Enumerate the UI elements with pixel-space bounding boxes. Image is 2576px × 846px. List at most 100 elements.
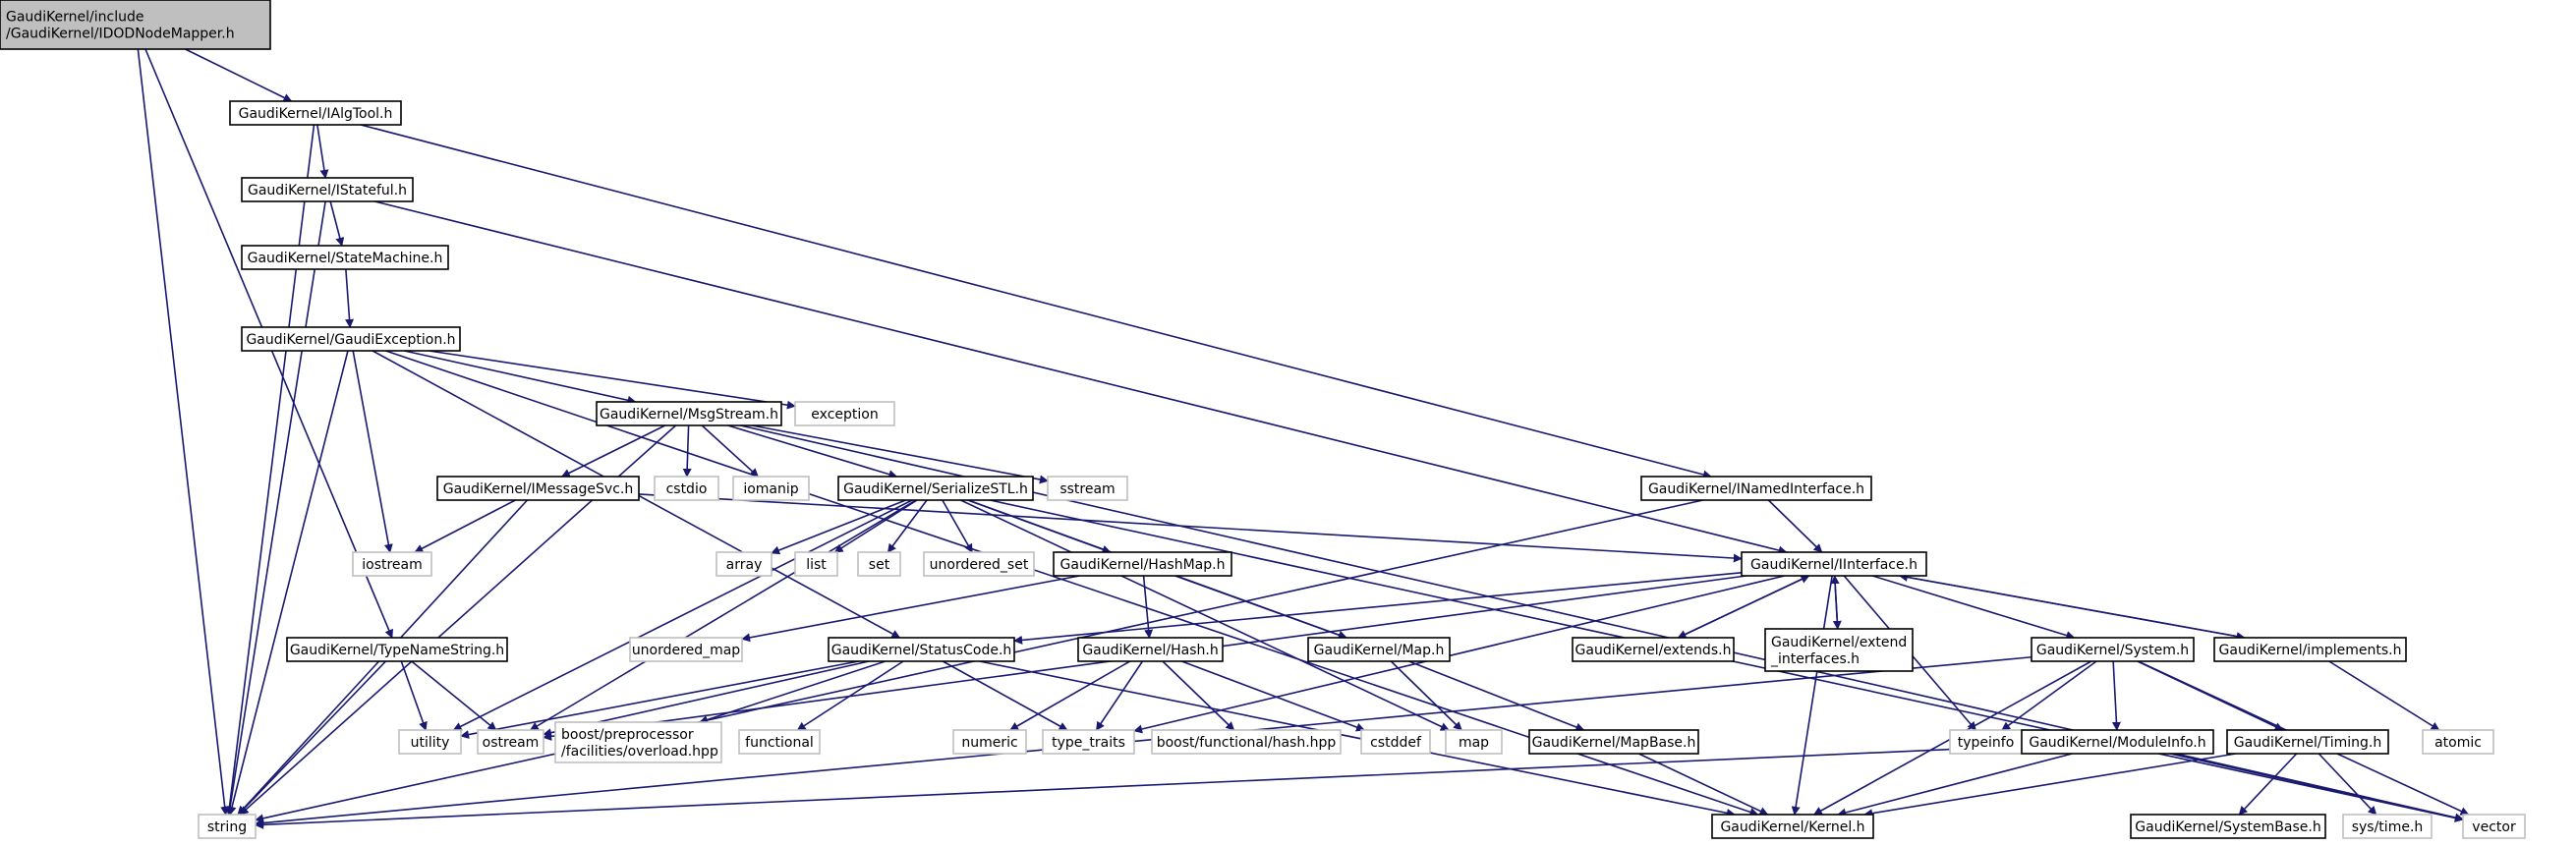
node-boost_hash[interactable]: boost/functional/hash.hpp <box>1151 729 1342 755</box>
edge-istateful-to-iinterface <box>374 200 1788 555</box>
node-typenamestring[interactable]: GaudiKernel/TypeNameString.h <box>286 637 508 662</box>
node-ostream[interactable]: ostream <box>477 729 544 755</box>
node-type_traits[interactable]: type_traits <box>1042 729 1135 755</box>
edge-serializestl-to-map <box>960 499 1450 731</box>
node-label-serializestl: GaudiKernel/SerializeSTL.h <box>843 481 1028 497</box>
node-iostream[interactable]: iostream <box>352 551 432 577</box>
edge-serializestl-to-list <box>833 499 918 553</box>
edge-inamedinterface-to-iinterface <box>1767 499 1823 553</box>
node-boost_overload[interactable]: boost/preprocessor/facilities/overload.h… <box>554 721 722 763</box>
node-label-line: cstddef <box>1370 735 1422 751</box>
edge-statuscode-to-functional <box>796 660 904 731</box>
node-systime[interactable]: sys/time.h <box>2342 814 2433 839</box>
node-label-inamedinterface: GaudiKernel/INamedInterface.h <box>1648 481 1864 497</box>
edge-ialgtool-to-istateful <box>316 124 329 179</box>
node-utility[interactable]: utility <box>398 729 462 755</box>
node-functional[interactable]: functional <box>738 729 821 755</box>
node-iomanip[interactable]: iomanip <box>732 476 810 501</box>
edge-serializestl-to-array <box>771 499 906 555</box>
edge-iinterface-to-type_traits <box>1133 575 1785 734</box>
edge-msgstream-to-sstream <box>751 424 1049 484</box>
edge-istateful-to-string <box>225 200 326 816</box>
node-label-line: GaudiKernel/SerializeSTL.h <box>843 481 1028 497</box>
node-label-line: GaudiKernel/Hash.h <box>1082 643 1218 658</box>
node-label-atomic: atomic <box>2434 735 2482 751</box>
node-unordered_set[interactable]: unordered_set <box>923 551 1035 577</box>
edge-typenamestring-to-utility <box>400 660 428 731</box>
edge-msgstream-to-imessagesvc <box>560 424 666 478</box>
edge-implements-to-atomic <box>2328 660 2440 731</box>
node-label-iomanip: iomanip <box>743 481 798 497</box>
node-label-utility: utility <box>411 735 450 751</box>
node-kernel[interactable]: GaudiKernel/Kernel.h <box>1711 814 1874 839</box>
node-set[interactable]: set <box>857 551 901 577</box>
node-implements[interactable]: GaudiKernel/implements.h <box>2213 637 2407 662</box>
edge-istateful-to-statemachine <box>329 200 345 247</box>
node-root[interactable]: GaudiKernel/include/GaudiKernel/IDODNode… <box>0 0 271 50</box>
node-ialgtool[interactable]: GaudiKernel/IAlgTool.h <box>229 100 402 126</box>
node-unordered_map[interactable]: unordered_map <box>629 637 743 662</box>
node-system[interactable]: GaudiKernel/System.h <box>2031 637 2195 662</box>
node-moduleinfo[interactable]: GaudiKernel/ModuleInfo.h <box>2021 729 2214 755</box>
edge-typenamestring-to-ostream <box>411 660 497 731</box>
node-label-line: numeric <box>961 735 1017 751</box>
node-array[interactable]: array <box>716 551 773 577</box>
edge-statuscode-to-kernel <box>979 660 1736 818</box>
node-istateful[interactable]: GaudiKernel/IStateful.h <box>241 177 414 202</box>
node-box-msgstream <box>596 401 782 426</box>
node-extend_interfaces[interactable]: GaudiKernel/extend_interfaces.h <box>1764 628 1914 672</box>
node-box-gaudiexception <box>241 326 461 352</box>
edge-hash-to-cstddef <box>1181 660 1365 732</box>
node-hash[interactable]: GaudiKernel/Hash.h <box>1077 637 1224 662</box>
node-box-hash <box>1077 637 1224 662</box>
node-map_h[interactable]: GaudiKernel/Map.h <box>1307 637 1451 662</box>
node-label-line: GaudiKernel/MsgStream.h <box>600 407 778 423</box>
node-typeinfo[interactable]: typeinfo <box>1949 729 2023 755</box>
node-label-vector: vector <box>2472 819 2516 835</box>
node-imessagesvc[interactable]: GaudiKernel/IMessageSvc.h <box>436 476 640 501</box>
edge-hash-to-boost_hash <box>1162 660 1235 731</box>
node-box-string <box>198 814 257 839</box>
node-mapbase[interactable]: GaudiKernel/MapBase.h <box>1528 729 1699 755</box>
node-box-boost_overload <box>554 721 722 763</box>
node-exception[interactable]: exception <box>794 401 895 426</box>
node-map[interactable]: map <box>1445 729 1503 755</box>
node-label-statuscode: GaudiKernel/StatusCode.h <box>831 643 1012 658</box>
edge-msgstream-to-iomanip <box>701 424 759 478</box>
node-extends[interactable]: GaudiKernel/extends.h <box>1572 637 1735 662</box>
edge-hashmap-to-unordered_map <box>741 575 1080 643</box>
node-vector[interactable]: vector <box>2462 814 2526 839</box>
node-label-unordered_map: unordered_map <box>632 643 740 658</box>
node-statemachine[interactable]: GaudiKernel/StateMachine.h <box>241 245 449 270</box>
edge-timing-to-kernel <box>1863 753 2237 818</box>
node-label-line: functional <box>745 735 814 751</box>
edge-imessagesvc-to-iinterface <box>638 493 1743 563</box>
node-label-typeinfo: typeinfo <box>1958 735 2015 751</box>
node-atomic[interactable]: atomic <box>2422 729 2494 755</box>
node-inamedinterface[interactable]: GaudiKernel/INamedInterface.h <box>1640 476 1872 501</box>
node-label-ialgtool: GaudiKernel/IAlgTool.h <box>239 106 393 122</box>
node-sstream[interactable]: sstream <box>1047 476 1128 501</box>
edge-hash-to-numeric <box>1009 660 1131 731</box>
node-numeric[interactable]: numeric <box>952 729 1027 755</box>
edge-system-to-typeinfo <box>2001 660 2097 731</box>
node-gaudiexception[interactable]: GaudiKernel/GaudiException.h <box>241 326 461 352</box>
node-string[interactable]: string <box>198 814 257 839</box>
node-label-cstddef: cstddef <box>1370 735 1422 751</box>
node-iinterface[interactable]: GaudiKernel/IInterface.h <box>1741 551 1927 577</box>
node-box-implements <box>2213 637 2407 662</box>
node-serializestl[interactable]: GaudiKernel/SerializeSTL.h <box>837 476 1034 501</box>
node-box-type_traits <box>1042 729 1135 755</box>
node-label-hashmap: GaudiKernel/HashMap.h <box>1060 557 1226 573</box>
node-hashmap[interactable]: GaudiKernel/HashMap.h <box>1053 551 1232 577</box>
node-list[interactable]: list <box>794 551 838 577</box>
node-label-line: GaudiKernel/IStateful.h <box>248 183 407 198</box>
node-timing[interactable]: GaudiKernel/Timing.h <box>2226 729 2389 755</box>
node-msgstream[interactable]: GaudiKernel/MsgStream.h <box>596 401 782 426</box>
node-statuscode[interactable]: GaudiKernel/StatusCode.h <box>828 637 1015 662</box>
node-label-boost_overload: boost/preprocessor/facilities/overload.h… <box>561 727 718 760</box>
node-cstddef[interactable]: cstddef <box>1360 729 1431 755</box>
node-systembase[interactable]: GaudiKernel/SystemBase.h <box>2130 814 2326 839</box>
node-cstdio[interactable]: cstdio <box>654 476 719 501</box>
